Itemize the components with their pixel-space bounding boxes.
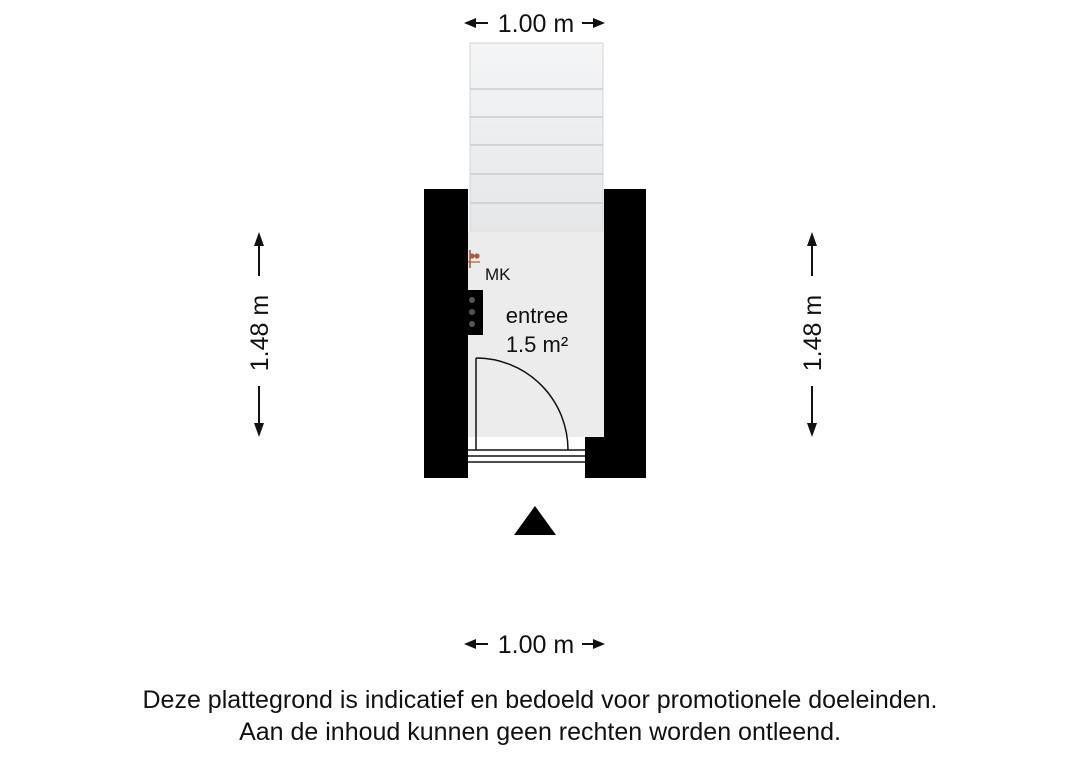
staircase xyxy=(469,42,604,237)
door-swing xyxy=(475,357,569,451)
wall-stub-bottom-left xyxy=(466,437,468,478)
bottom-dimension: 1.00 m xyxy=(464,631,605,659)
left-dimension: 1.48 m xyxy=(246,232,274,437)
right-dimension-label: 1.48 m xyxy=(799,295,827,371)
top-dimension: 1.00 m xyxy=(464,10,605,38)
room-area: 1.5 m² xyxy=(506,332,568,357)
entrance-arrow-icon xyxy=(514,506,556,535)
door-threshold xyxy=(468,437,585,478)
room-floor xyxy=(466,232,604,437)
top-dimension-label: 1.00 m xyxy=(498,10,574,38)
disclaimer-line-2: Aan de inhoud kunnen geen rechten worden… xyxy=(239,718,841,746)
right-dimension: 1.48 m xyxy=(799,232,827,437)
radiator-icon xyxy=(464,290,483,335)
disclaimer: Deze plattegrond is indicatief en bedoel… xyxy=(0,684,1080,748)
disclaimer-line-1: Deze plattegrond is indicatief en bedoel… xyxy=(142,686,938,714)
room-name: entree xyxy=(506,303,568,328)
left-wall xyxy=(424,189,468,478)
meter-cupboard-icon xyxy=(468,250,480,268)
meter-cupboard-label: MK xyxy=(485,265,511,284)
bottom-dimension-label: 1.00 m xyxy=(498,631,574,659)
left-dimension-label: 1.48 m xyxy=(246,295,274,371)
right-wall xyxy=(604,189,646,478)
wall-corner-bottom-right xyxy=(585,437,606,478)
